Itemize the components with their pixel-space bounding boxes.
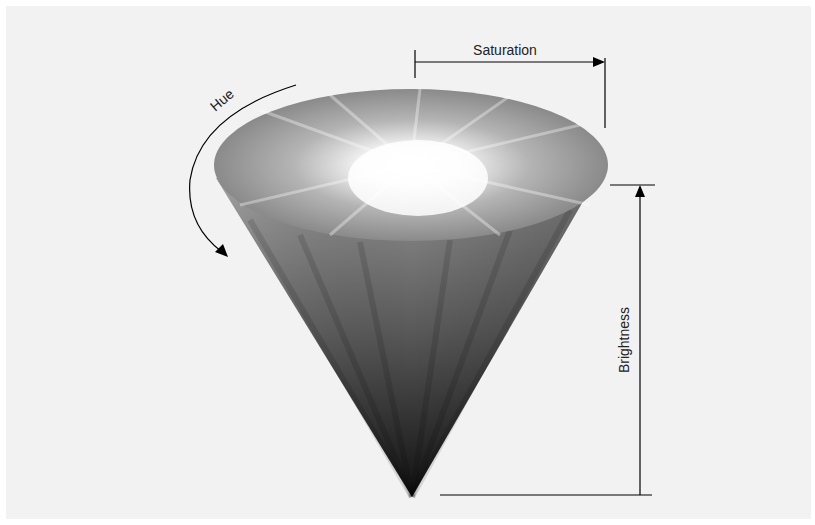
cone-top — [214, 89, 608, 241]
top-rays — [240, 89, 590, 235]
hue-arrow — [190, 85, 296, 252]
cone-rays — [250, 210, 570, 497]
saturation-dimension — [415, 50, 605, 128]
axis-label: Brightness — [617, 307, 631, 373]
axis-label: Saturation — [473, 43, 537, 57]
arrowhead — [215, 244, 228, 257]
brightness-dimension — [440, 185, 655, 495]
arrowhead — [635, 185, 645, 197]
arrowhead — [593, 57, 605, 67]
highlight — [348, 140, 488, 216]
